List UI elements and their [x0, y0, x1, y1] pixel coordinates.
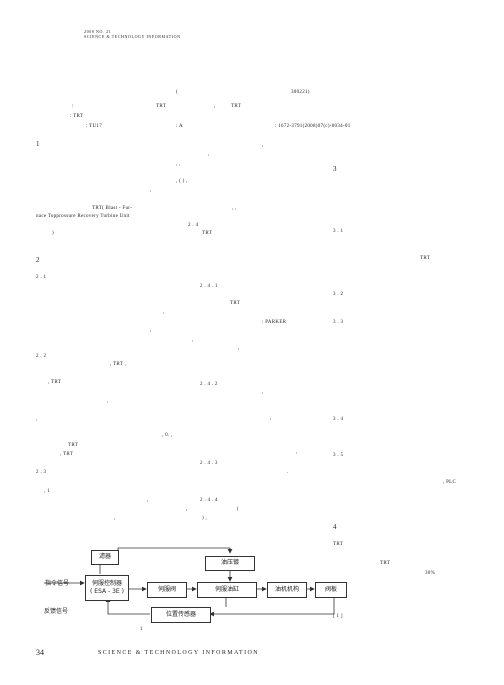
position-sensor-box: 位置传感器 — [151, 607, 211, 623]
footer-journal: SCIENCE & TECHNOLOGY INFORMATION — [98, 650, 259, 656]
servo-controller-box: 伺服控制器 ( ESA - 3E ) — [85, 575, 129, 601]
abstract-trt-2: TRT — [231, 104, 242, 109]
subsection-3-2: 3 . 2 — [333, 292, 344, 297]
subsection-3-3: 3 . 3 — [333, 320, 344, 325]
pressure-gauge-box: 油压镀 — [205, 556, 255, 571]
s2-4-1-trt: TRT — [230, 301, 241, 306]
section-2-number: 2 — [36, 256, 40, 264]
gate-label: 阀板 — [324, 585, 337, 593]
s2-4-2-fragment-a: , — [262, 390, 264, 395]
sec2-2-fragment-c: , — [107, 399, 109, 404]
page-number: 34 — [36, 648, 44, 657]
subsection-2-4-3: 2 . 4 . 3 — [200, 461, 218, 466]
feedback-signal-label: 反馈信号 — [44, 608, 69, 615]
servo-valve-box: 伺服阀 — [147, 582, 187, 598]
abstract-trt-1: TRT — [156, 104, 167, 109]
s2-4-3-fragment: . — [287, 470, 289, 475]
s2-4-4-fragment-b: ) , — [202, 516, 208, 521]
sec1-fragment-f: , , — [232, 206, 237, 211]
sec1-trt-end: TRT — [202, 231, 213, 236]
s2-4-2-fragment-d: , — [296, 450, 298, 455]
subsection-2-2: 2 . 2 — [36, 354, 47, 359]
sec1-ref: 2 . 4 — [188, 223, 199, 228]
subsection-2-4-2: 2 . 4 . 2 — [200, 382, 218, 387]
s2-4-2-fragment-b: , — [270, 416, 272, 421]
s2-4-1-fragment-b: , — [238, 346, 240, 351]
servo-controller-title: 伺服控制器 — [91, 579, 122, 587]
sec2-3-fragment-b: , — [147, 498, 149, 503]
sec1-paren: ) — [52, 231, 54, 236]
subsection-2-1: 2 . 1 — [36, 275, 47, 280]
command-signal-label: 指令信号 — [45, 580, 70, 587]
sec1-fragment-c: , , — [176, 162, 181, 167]
sec1-fragment-d: , ( ) , — [176, 179, 188, 184]
s3-1-trt: TRT — [420, 256, 431, 261]
subsection-2-4-4: 2 . 4 . 4 — [200, 498, 218, 503]
article-id: : 1672-3791(2008)07(c)-0034-01 — [275, 124, 351, 129]
sec2-2-line-a: , TRT , — [110, 362, 127, 367]
sec1-fragment-a: , — [262, 143, 264, 148]
sec2-1-fragment-b: , — [150, 328, 152, 333]
classification-number: : TU17 — [86, 124, 103, 129]
reference-1: [ 1 ] — [333, 614, 343, 619]
subsection-3-5: 3 . 5 — [333, 453, 344, 458]
actuator-box: 油机机构 — [267, 582, 307, 598]
section-4-number: 4 — [333, 523, 337, 531]
sec2-2-fragment-d: , — [36, 417, 38, 422]
sec4-percent: 30% — [425, 571, 436, 576]
subsection-3-4: 3 . 4 — [333, 417, 344, 422]
subsection-3-1: 3 . 1 — [333, 229, 344, 234]
abstract-comma: , — [214, 104, 216, 109]
pressure-gauge-label: 油压镀 — [220, 559, 239, 567]
sec1-english-line: nace Topprossure Recovery Turbine Unit — [36, 214, 130, 219]
s3-5-plc: , PLC — [443, 480, 457, 485]
affiliation-code: 300221) — [291, 90, 310, 95]
sec1-fragment-b: , — [208, 152, 210, 157]
s2-4-1-fragment: , — [192, 338, 194, 343]
figure-caption: 1 — [140, 627, 143, 632]
document-code: : A — [176, 124, 183, 129]
subsection-2-4-1: 2 . 4 . 1 — [200, 284, 218, 289]
sec1-fragment-e: , — [150, 188, 152, 193]
header-issue: 2008 NO. 21 — [84, 29, 112, 34]
subsection-2-3: 2 . 3 — [36, 470, 47, 475]
servo-cylinder-box: 伺服油缸 — [197, 582, 257, 598]
sec4-trt-b: TRT — [380, 561, 391, 566]
sec2-1-fragment-a: , — [163, 310, 165, 315]
gate-box: 阀板 — [315, 582, 347, 598]
sec2-2-trt-c: TRT — [68, 443, 79, 448]
servo-controller-model: ( ESA - 3E ) — [90, 588, 124, 595]
affiliation-open: ( — [176, 90, 178, 95]
s2-4-4-paren: ( — [237, 507, 239, 512]
s2-4-4-fragment-a: , — [186, 507, 188, 512]
servo-valve-label: 伺服阀 — [157, 585, 176, 593]
sec1-trt-line: TRT( Blast - Fur- — [92, 206, 133, 211]
section-3-number: 3 — [333, 165, 337, 173]
position-sensor-label: 位置传感器 — [165, 610, 196, 618]
s2-4-1-parker: : PARKER — [262, 320, 287, 325]
sec4-trt-a: TRT — [333, 542, 344, 547]
abstract-colon: : — [72, 104, 74, 109]
filter-label: 滤器 — [98, 553, 111, 561]
actuator-label: 油机机构 — [274, 585, 299, 593]
header-journal: SCIENCE & TECHNOLOGY INFORMATION — [84, 34, 181, 39]
filter-box: 滤器 — [91, 550, 119, 565]
sec2-3-fragment-c: , — [114, 516, 116, 521]
section-1-number: 1 — [36, 140, 40, 148]
sec2-2-line-b: , TRT — [48, 380, 62, 385]
keywords: : TRT — [70, 114, 84, 119]
servo-cylinder-label: 伺服油缸 — [214, 585, 239, 593]
sec2-3-line-a: , 1 — [44, 489, 50, 494]
sec2-2-line-e: , TRT — [60, 452, 74, 457]
s2-4-2-fragment-c: , 0. , — [162, 433, 173, 438]
